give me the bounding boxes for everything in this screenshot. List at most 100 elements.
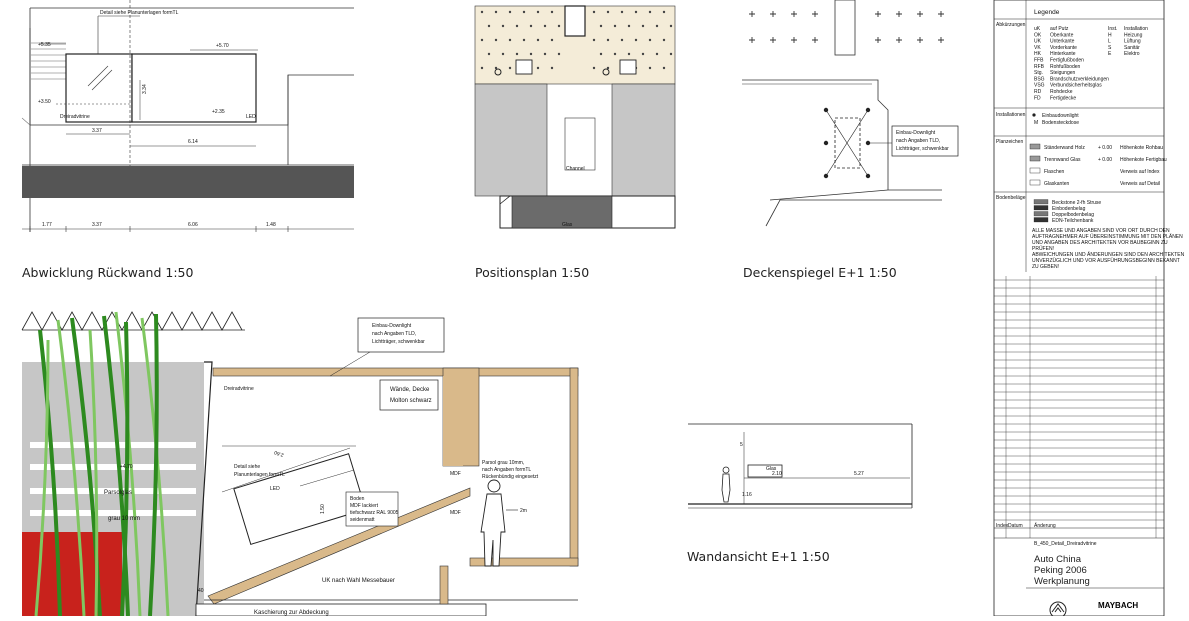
abbr-code: E [1108, 51, 1112, 57]
plan-dot [494, 10, 498, 14]
vitrine-glass-left [65, 53, 133, 123]
abwicklung-view: Detail siehe Planunterlagen formTL +5.35… [21, 0, 354, 280]
plan-dot [494, 66, 498, 70]
plan-dot [536, 38, 540, 42]
section-label: Bodenbeläge [996, 195, 1026, 201]
disclaimer-line: ZU GEBEN! [1032, 264, 1059, 270]
ceiling-light-mark [938, 37, 944, 43]
height-label: 2m [520, 508, 527, 514]
ceiling-light-mark [812, 11, 818, 17]
section-view: Einbau-Downlight nach Angaben TLD, Licht… [21, 311, 579, 617]
abbr-meaning: Rohfußboden [1050, 64, 1081, 70]
plan-dot [529, 52, 533, 56]
exhibition-block-right [611, 83, 676, 197]
disclaimer-line: ABWEICHUNGEN UND ÄNDERUNGEN SIND DEN ARC… [1032, 251, 1185, 258]
abbr-code: L [1108, 39, 1111, 45]
plan-dot [620, 38, 624, 42]
abbr-code: HK [1034, 51, 1042, 57]
note-line: Parsol grau 10mm, [482, 460, 524, 466]
level-label: +2.35 [212, 109, 225, 115]
vitrine-body [131, 53, 257, 123]
legend-item: Bodensteckdose [1042, 120, 1079, 126]
dimension-label: 3.37 [92, 222, 102, 228]
plan-dot [508, 38, 512, 42]
plan-dot [592, 10, 596, 14]
abbr-meaning: Verbundsicherheitsglas [1050, 83, 1102, 89]
abbr-code: H [1108, 32, 1112, 38]
grass-stalk [38, 329, 62, 617]
note-line: nach Angaben TLD, [896, 138, 940, 144]
disclaimer-line: UND ANGABEN DES ARCHITEKTEN VOR BAUBEGIN… [1032, 240, 1168, 246]
disclaimer-line: ALLE MASSE UND ANGABEN SIND VOR ORT DURC… [1032, 228, 1170, 234]
legend-item: Höhenkote Rohbau [1120, 145, 1163, 151]
abbr-code: RD [1034, 89, 1042, 95]
view-title: Wandansicht E+1 1:50 [687, 549, 830, 564]
dimension-label: 6.14 [188, 139, 198, 145]
mdf-label: MDF [450, 471, 461, 477]
deckenspiegel-view: Einbau-Downlight nach Angaben TLD, Licht… [742, 0, 959, 280]
abbr-code: uK [1034, 26, 1041, 32]
legend-item: Beckstone 2-fh Struse [1052, 200, 1101, 206]
plan-dot [669, 52, 673, 56]
plan-dot [669, 24, 673, 28]
plan-dot [487, 24, 491, 28]
dimension-label: 3.37 [92, 128, 102, 134]
dimension-label: LED [270, 486, 280, 492]
abbr-meaning: Sanitär [1124, 45, 1140, 51]
dimension-label: 5 [740, 442, 743, 448]
plan-dot [662, 38, 666, 42]
ceiling-light-mark [749, 37, 755, 43]
abbr-meaning: Installation [1124, 26, 1148, 32]
abbr-code: VK [1034, 45, 1041, 51]
legend-item: Glaskanten [1044, 181, 1070, 187]
plan-dot [543, 24, 547, 28]
abbr-code: Stg. [1034, 70, 1043, 76]
note-line: Molton schwarz [390, 398, 432, 404]
ceiling-light-mark [896, 37, 902, 43]
dimension-label: 1.77 [42, 222, 52, 228]
plan-dot [557, 52, 561, 56]
note-line: Einbau-Downlight [372, 323, 412, 329]
legend-item: Höhenkote Fertigbau [1120, 157, 1167, 163]
revision-header: Index [996, 523, 1009, 529]
plan-dot [536, 66, 540, 70]
plan-dot [641, 24, 645, 28]
positionsplan-view: Glas Channel Positionsplan 1:50 [474, 5, 676, 280]
plan-dot [522, 10, 526, 14]
note-line: MDF lackiert [350, 503, 379, 509]
level-label: +5.70 [216, 43, 229, 49]
plan-dot [550, 10, 554, 14]
ceiling-light-mark [917, 37, 923, 43]
legend-value: + 0.00 [1098, 157, 1112, 163]
note-line: nach Angaben TLD, [372, 331, 416, 337]
abbr-code: BSG [1034, 76, 1045, 82]
grass-stalk [148, 313, 159, 617]
dimension-label: 2.10 [772, 471, 782, 477]
section-label: Installationen [996, 112, 1026, 118]
plan-dot [599, 52, 603, 56]
grass-stalk [120, 321, 130, 617]
plan-dot [508, 10, 512, 14]
grass-stalk [34, 339, 50, 617]
wandansicht-view: 5 2.10 5.27 1.16 Glas Wandansicht E+1 1:… [687, 423, 913, 564]
plan-dot [662, 10, 666, 14]
abbr-code: RFB [1034, 64, 1045, 70]
abbr-meaning: auf Putz [1050, 26, 1069, 32]
plan-symbol [1029, 167, 1041, 174]
view-title: Deckenspiegel E+1 1:50 [743, 265, 897, 280]
plan-dot [634, 38, 638, 42]
abbr-meaning: Oberkante [1050, 32, 1074, 38]
project-location: Peking 2006 [1034, 565, 1087, 576]
plan-dot [613, 52, 617, 56]
plan-dot [543, 52, 547, 56]
abbr-meaning: Vorderkante [1050, 45, 1077, 51]
note-line: nach Angaben formTL [482, 467, 531, 473]
legend-item: Verweis auf Detail [1120, 181, 1160, 187]
view-title: Abwicklung Rückwand 1:50 [22, 265, 194, 280]
bottom-note: Kaschierung zur Abdeckung [254, 610, 329, 616]
level-label: +4.70 [120, 464, 133, 470]
disclaimer-line: AUFTRAGNEHMER AUF ÜBEREINSTIMMUNG MIT DE… [1032, 233, 1183, 240]
abbr-meaning: Heizung [1124, 32, 1143, 38]
